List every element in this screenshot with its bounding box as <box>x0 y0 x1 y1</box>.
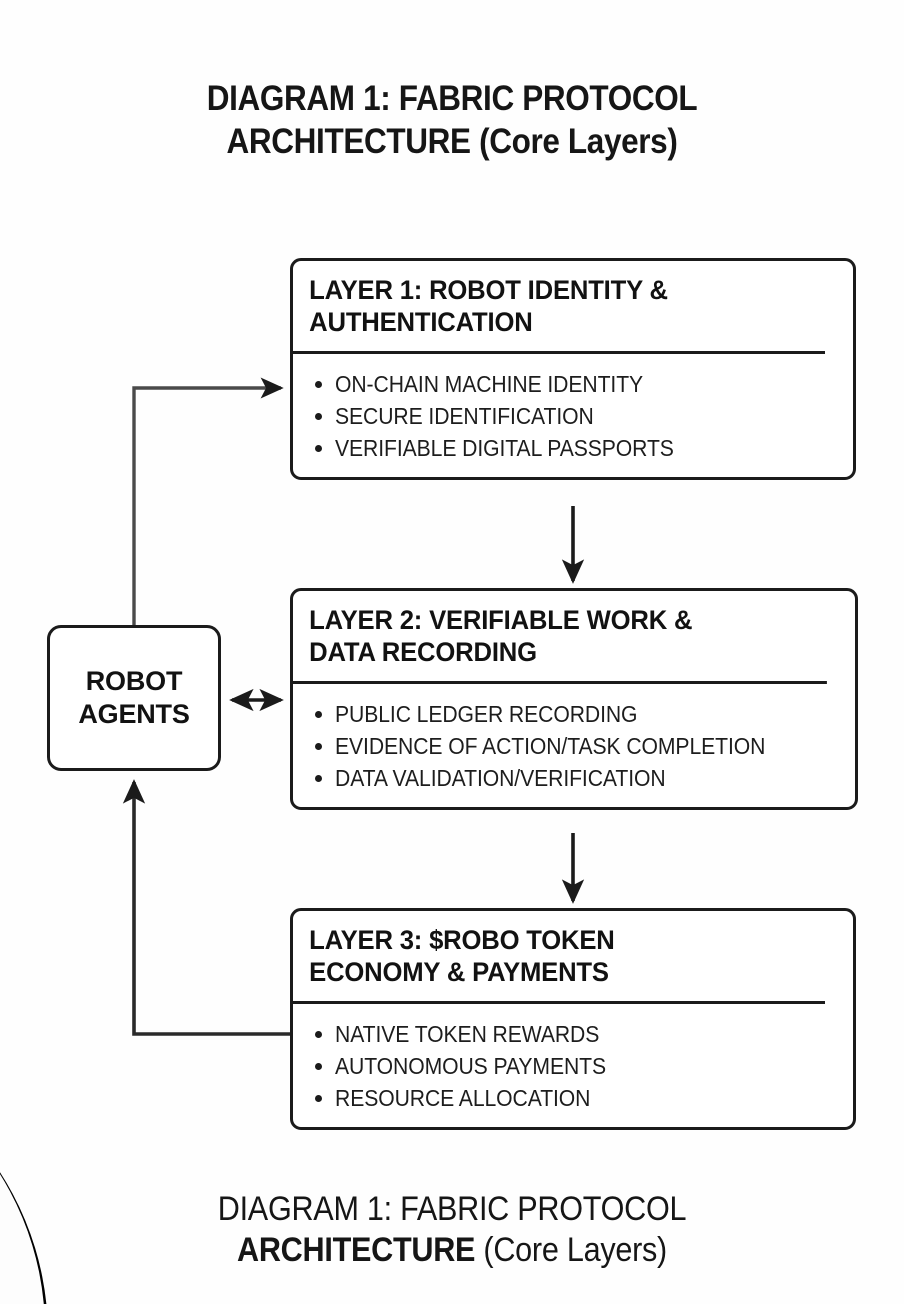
diagram-caption: DIAGRAM 1: FABRIC PROTOCOL ARCHITECTURE … <box>45 1189 859 1272</box>
bullet-dot-icon <box>315 412 322 420</box>
list-item: EVIDENCE OF ACTION/TASK COMPLETION <box>315 732 845 762</box>
robot-agents-node[interactable]: ROBOT AGENTS <box>47 625 221 771</box>
list-item: AUTONOMOUS PAYMENTS <box>315 1052 843 1082</box>
layer-2-heading: LAYER 2: VERIFIABLE WORK & DATA RECORDIN… <box>293 591 827 684</box>
layer-1-bullet-list: ON-CHAIN MACHINE IDENTITY SECURE IDENTIF… <box>293 354 853 478</box>
page-title: DIAGRAM 1: FABRIC PROTOCOL ARCHITECTURE … <box>45 78 859 163</box>
list-item-label: NATIVE TOKEN REWARDS <box>335 1020 600 1047</box>
layer-2-box[interactable]: LAYER 2: VERIFIABLE WORK & DATA RECORDIN… <box>290 588 858 811</box>
connector-agents-to-layer1 <box>132 377 284 625</box>
list-item-label: DATA VALIDATION/VERIFICATION <box>335 764 666 791</box>
list-item: VERIFIABLE DIGITAL PASSPORTS <box>315 434 843 464</box>
list-item-label: ON-CHAIN MACHINE IDENTITY <box>335 370 644 397</box>
bullet-dot-icon <box>315 1094 322 1102</box>
list-item-label: PUBLIC LEDGER RECORDING <box>335 700 638 727</box>
diagram-caption-tail: (Core Layers) <box>475 1231 667 1270</box>
bullet-dot-icon <box>315 774 322 782</box>
list-item: NATIVE TOKEN REWARDS <box>315 1020 843 1050</box>
bullet-dot-icon <box>315 710 322 718</box>
connector-layer3-to-agents <box>122 779 290 1036</box>
layer-3-bullet-list: NATIVE TOKEN REWARDS AUTONOMOUS PAYMENTS… <box>293 1004 853 1128</box>
layer-3-box[interactable]: LAYER 3: $ROBO TOKEN ECONOMY & PAYMENTS … <box>290 908 856 1131</box>
page-title-line-1: DIAGRAM 1: FABRIC PROTOCOL <box>206 79 698 118</box>
diagram-caption-bold: ARCHITECTURE <box>237 1231 476 1270</box>
corner-mask-outer <box>0 1035 48 1304</box>
layer-1-box[interactable]: LAYER 1: ROBOT IDENTITY & AUTHENTICATION… <box>290 258 856 481</box>
list-item: ON-CHAIN MACHINE IDENTITY <box>315 370 843 400</box>
list-item: RESOURCE ALLOCATION <box>315 1084 843 1114</box>
bullet-dot-icon <box>315 380 322 388</box>
bullet-dot-icon <box>315 742 322 750</box>
diagram-caption-line-2: ARCHITECTURE (Core Layers) <box>45 1230 859 1271</box>
bullet-dot-icon <box>315 1062 322 1070</box>
layer-3-heading: LAYER 3: $ROBO TOKEN ECONOMY & PAYMENTS <box>293 911 825 1004</box>
layer-1-heading: LAYER 1: ROBOT IDENTITY & AUTHENTICATION <box>293 261 825 354</box>
corner-mask-inner <box>0 1035 45 1304</box>
list-item-label: EVIDENCE OF ACTION/TASK COMPLETION <box>335 732 766 759</box>
list-item-label: RESOURCE ALLOCATION <box>335 1084 591 1111</box>
diagram-caption-line-1: DIAGRAM 1: FABRIC PROTOCOL <box>217 1190 687 1228</box>
bullet-dot-icon <box>315 444 322 452</box>
list-item: DATA VALIDATION/VERIFICATION <box>315 764 845 794</box>
list-item-label: SECURE IDENTIFICATION <box>335 402 594 429</box>
bullet-dot-icon <box>315 1030 322 1038</box>
list-item: SECURE IDENTIFICATION <box>315 402 843 432</box>
layer-2-bullet-list: PUBLIC LEDGER RECORDING EVIDENCE OF ACTI… <box>293 684 855 808</box>
list-item: PUBLIC LEDGER RECORDING <box>315 700 845 730</box>
list-item-label: AUTONOMOUS PAYMENTS <box>335 1052 607 1079</box>
page-title-line-2: ARCHITECTURE (Core Layers) <box>226 121 678 161</box>
list-item-label: VERIFIABLE DIGITAL PASSPORTS <box>335 434 674 461</box>
